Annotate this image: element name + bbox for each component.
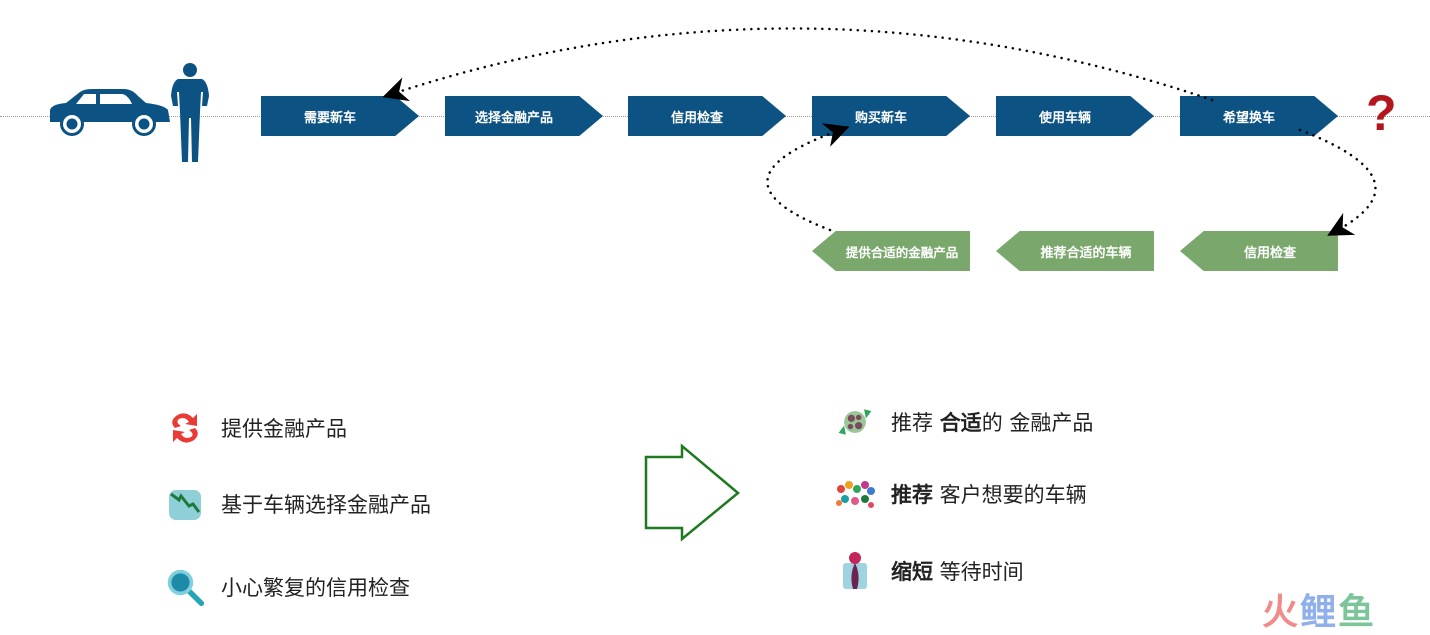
step-recommend-vehicle: 推荐合适的车辆: [996, 231, 1154, 271]
arc-arrow-top: [382, 27, 1214, 102]
step-offer-finance: 提供合适的金融产品: [812, 231, 970, 271]
step-want-replace: 希望换车: [1180, 96, 1338, 136]
gift-icon: [835, 551, 875, 591]
step-credit-check: 信用检查: [628, 96, 786, 136]
step-choose-finance: 选择金融产品: [445, 96, 603, 136]
arc-arrow-right: [1298, 128, 1377, 236]
right-list-item-vehicle: 推荐 客户想要的车辆: [835, 474, 1087, 514]
right-list-item-finance: 推荐 合适的 金融产品: [835, 402, 1093, 442]
right-list-item-wait-time: 缩短 等待时间: [835, 551, 1024, 591]
crowd-icon: [835, 474, 875, 514]
step-buy-new-car: 购买新车: [812, 96, 970, 136]
step-use-vehicle: 使用车辆: [996, 96, 1154, 136]
step-need-new-car: 需要新车: [261, 96, 419, 136]
arc-arrow-left: [766, 123, 850, 232]
question-mark-icon: ?: [1366, 85, 1397, 141]
person-icon: [171, 63, 209, 162]
left-list-item-credit-check: 小心繁复的信用检查: [165, 567, 410, 607]
step-return-credit-check: 信用检查: [1180, 231, 1338, 271]
left-list-item-finance: 提供金融产品: [165, 408, 347, 448]
watermark-logo: 火鲤鱼: [1262, 592, 1377, 633]
big-transition-arrow: [644, 443, 740, 542]
chart-decline-icon: [165, 484, 205, 524]
exchange-icon: [165, 408, 205, 448]
magnifier-icon: [165, 567, 205, 607]
candy-icon: [835, 402, 875, 442]
left-list-item-vehicle-finance: 基于车辆选择金融产品: [165, 484, 431, 524]
car-icon: [50, 89, 170, 136]
